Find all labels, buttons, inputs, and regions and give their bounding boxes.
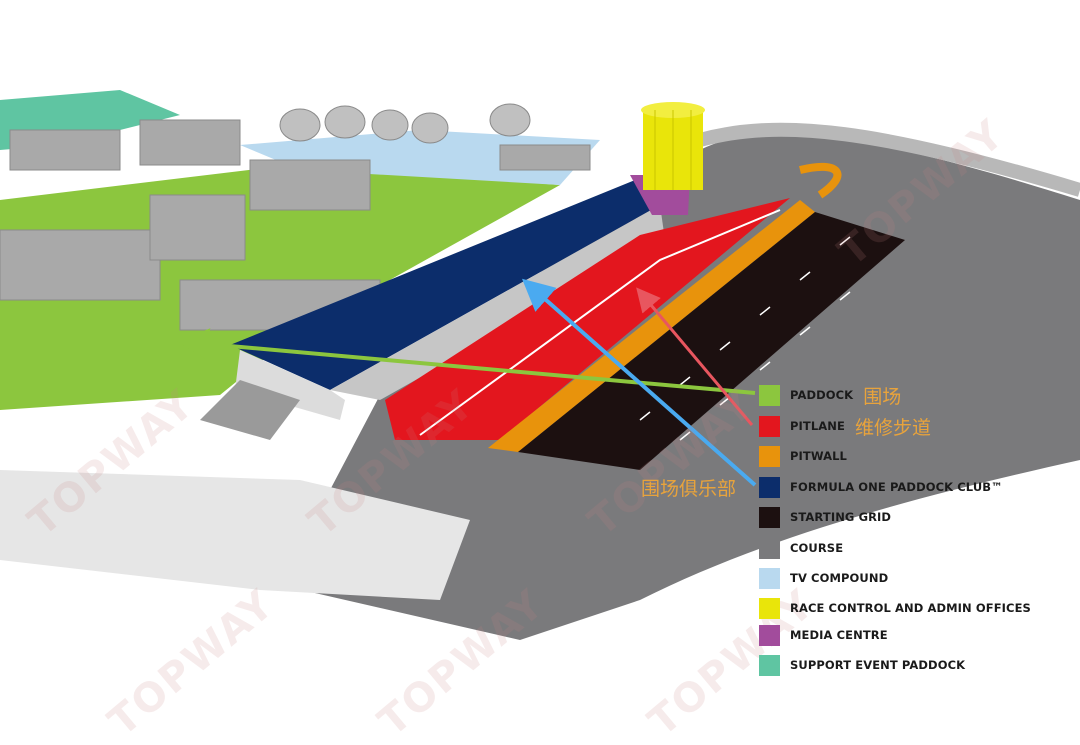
race-control-tower	[641, 102, 705, 190]
legend-label: PITLANE	[790, 419, 845, 433]
legend-swatch	[759, 624, 780, 646]
legend-swatch	[759, 384, 780, 406]
legend-swatch	[759, 654, 780, 676]
pitwall-curve	[799, 162, 842, 199]
grid-slots	[639, 236, 851, 441]
legend-swatch	[759, 567, 780, 589]
legend-item-pitlane: PITLANE 维修步道	[759, 414, 931, 439]
legend-label: PITWALL	[790, 449, 847, 463]
legend-swatch	[759, 506, 780, 528]
pit-building-stairs	[200, 380, 300, 440]
pitwall-area	[488, 200, 815, 452]
legend-swatch	[759, 415, 780, 437]
paddock-club-cn-label: 围场俱乐部	[641, 478, 737, 500]
legend-cn-label: 围场	[863, 385, 902, 408]
legend-label: FORMULA ONE PADDOCK CLUB™	[790, 480, 1003, 494]
legend-label: SUPPORT EVENT PADDOCK	[790, 658, 966, 672]
legend-cn-label: 维修步道	[854, 416, 931, 439]
legend-swatch	[759, 445, 780, 467]
legend-item-pitwall: PITWALL	[759, 444, 847, 468]
track-verge	[0, 470, 470, 600]
arrow-club	[522, 278, 757, 487]
arrow-pitlane	[636, 287, 754, 426]
legend-swatch	[759, 597, 780, 619]
legend-item-tv-compound: TV COMPOUND	[759, 566, 888, 590]
pitlane-area	[385, 198, 790, 440]
legend-label: RACE CONTROL AND ADMIN OFFICES	[790, 601, 1031, 615]
course-outer-kerb	[698, 122, 1080, 197]
legend-swatch	[759, 476, 780, 498]
legend-label: STARTING GRID	[790, 510, 892, 524]
legend-item-media-centre: MEDIA CENTRE	[759, 623, 888, 647]
starting-grid-area	[518, 212, 905, 470]
legend-item-paddock-club: FORMULA ONE PADDOCK CLUB™	[759, 475, 1003, 499]
pitlane-line	[419, 209, 781, 436]
legend-label: PADDOCK	[790, 388, 854, 402]
legend-label: COURSE	[790, 541, 844, 555]
legend-item-paddock: PADDOCK 围场	[759, 383, 902, 408]
legend-item-support-paddock: SUPPORT EVENT PADDOCK	[759, 653, 965, 677]
legend-item-starting-grid: STARTING GRID	[759, 505, 891, 529]
legend-label: TV COMPOUND	[790, 571, 889, 585]
arrow-paddock	[177, 328, 756, 395]
circuit-scene-illustration	[0, 90, 1080, 640]
pit-building-side	[330, 205, 665, 400]
satellite-dishes	[279, 103, 531, 144]
legend-item-course: COURSE	[759, 536, 843, 560]
pit-building-roof	[230, 178, 660, 390]
paddock-buildings	[0, 119, 591, 331]
legend-swatch	[759, 537, 780, 559]
legend-item-race-control: RACE CONTROL AND ADMIN OFFICES	[759, 596, 1031, 620]
legend-label: MEDIA CENTRE	[790, 628, 888, 642]
pit-building-facade	[235, 350, 345, 420]
